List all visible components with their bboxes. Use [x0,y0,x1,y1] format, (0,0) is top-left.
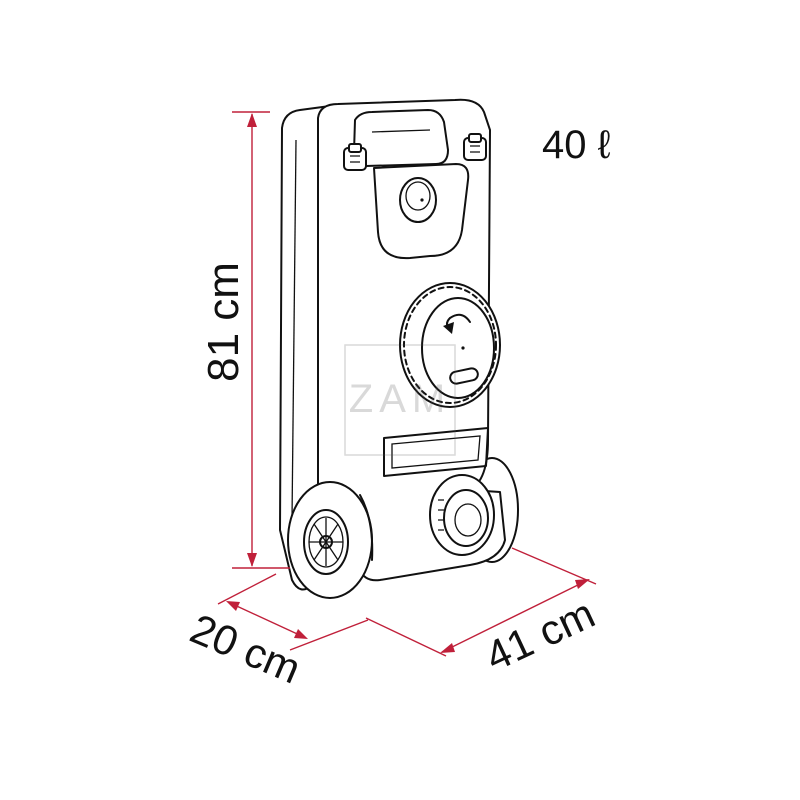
watermark: ZAM [344,344,456,456]
watermark-text: ZAM [349,377,451,421]
left-bolt [343,143,367,171]
right-bolt [463,133,487,161]
left-wheel [287,481,374,599]
vent-cap [399,177,437,223]
tank-illustration [279,98,519,599]
carry-handle [353,109,449,167]
drain-outlet [429,474,495,556]
screw-cap [399,282,501,408]
upper-recess [373,163,470,260]
tank-side-rib [291,139,297,521]
depth-dimension [217,573,369,651]
capacity-label: 40 ℓ [542,123,611,167]
height-dimension [232,111,290,569]
height-label: 81 cm [199,262,248,382]
depth-label: 20 cm [184,605,308,693]
width-dimension [365,547,597,657]
label-plate [383,427,489,477]
